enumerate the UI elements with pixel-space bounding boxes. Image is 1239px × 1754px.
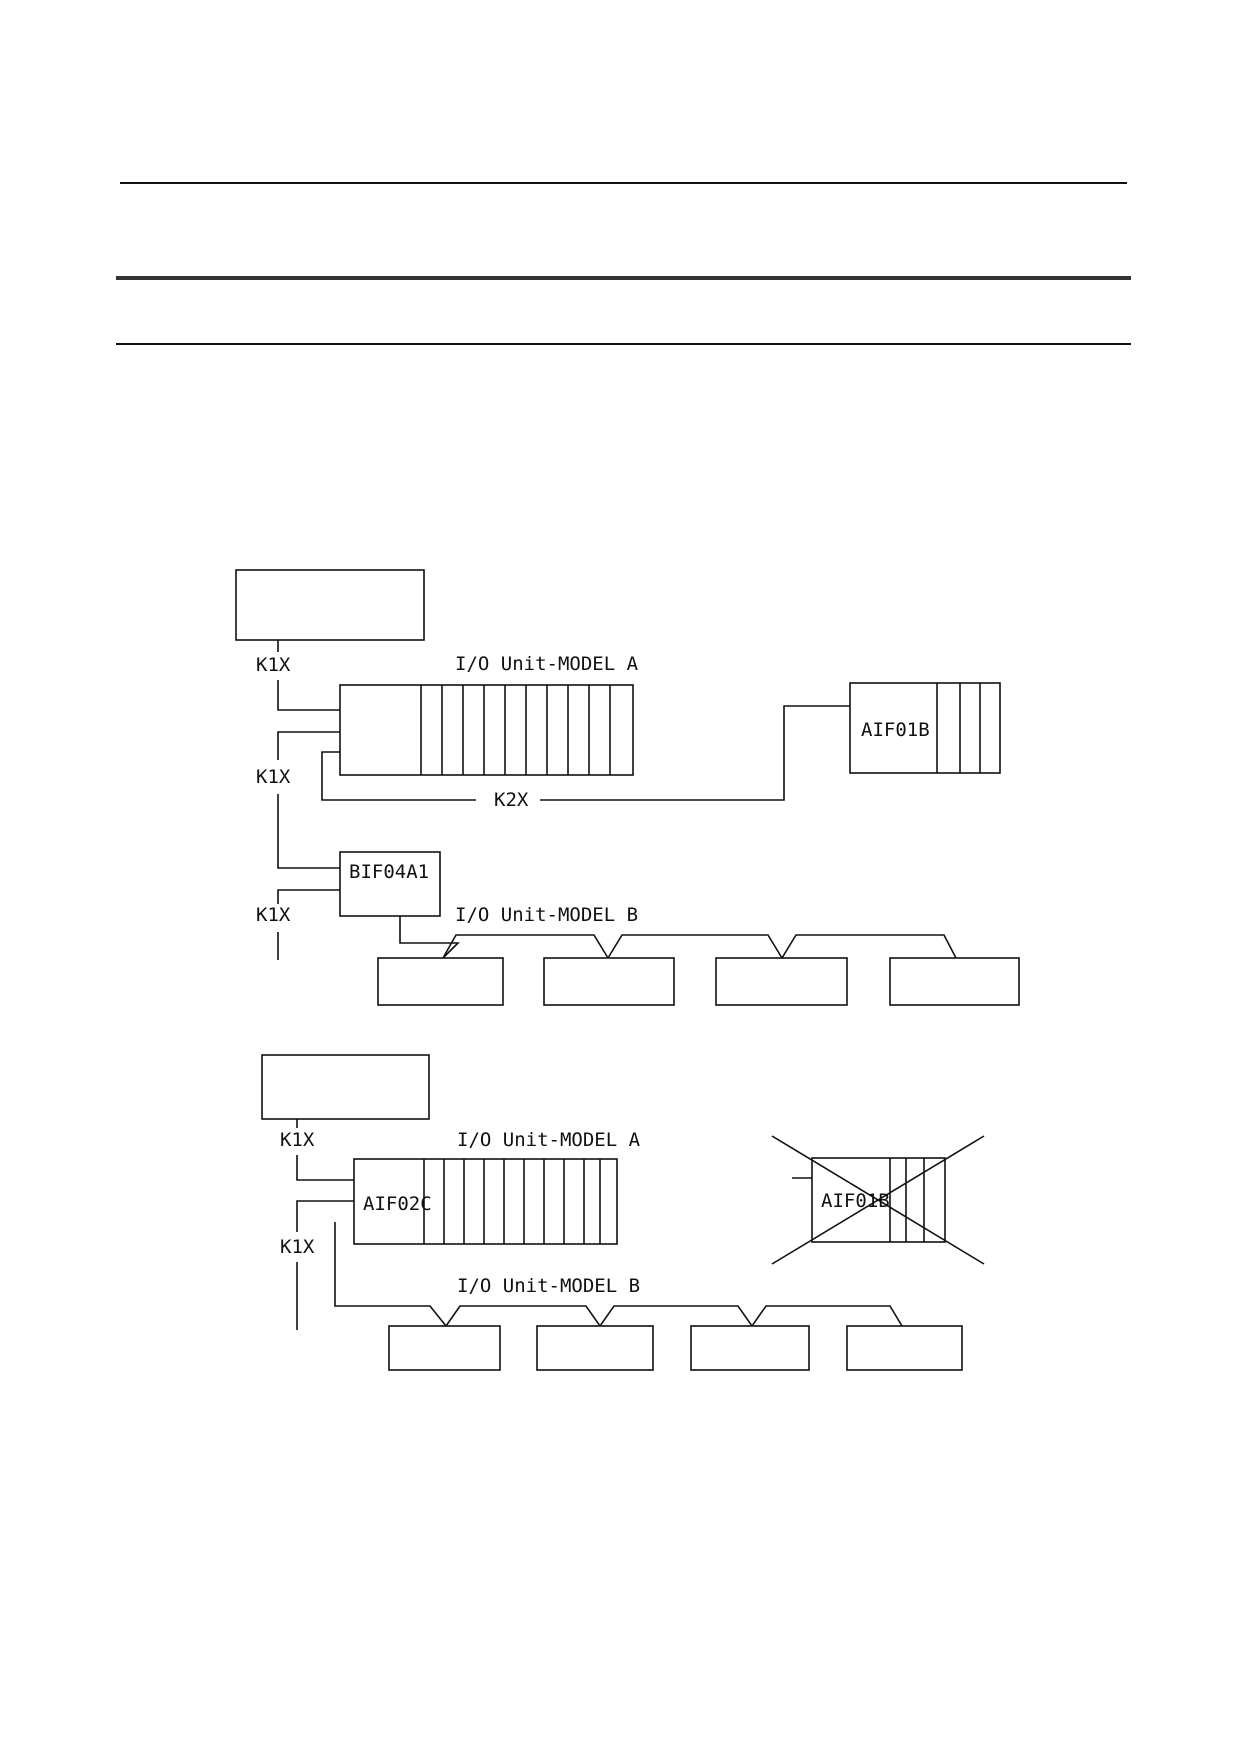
unit-a-rack-top — [339, 684, 634, 776]
controller-box-top — [235, 569, 425, 641]
unit-a-title-top: I/O Unit-MODEL A — [455, 653, 639, 675]
unit-b-module-bottom-4 — [846, 1325, 963, 1371]
cable-label-k1x-2: K1X — [256, 766, 291, 788]
header-rule-double — [116, 276, 1131, 280]
unit-b-module-bottom-3 — [690, 1325, 810, 1371]
cable-label-k1x-1: K1X — [256, 654, 291, 676]
diagram-top: K1X I/O Unit-MODEL A K1X K2X A — [235, 569, 1020, 1006]
header-rule-bottom — [116, 343, 1131, 345]
interface-label-bif04a1: BIF04A1 — [349, 861, 429, 883]
cable-label-k1x-3: K1X — [256, 904, 291, 926]
header-rule-top — [120, 182, 1127, 184]
unit-a-slots-bottom — [443, 1159, 601, 1244]
unit-a-rack-bottom — [353, 1158, 618, 1245]
branch-box-bif04a1 — [339, 851, 441, 917]
unit-b-module-bottom-1 — [388, 1325, 501, 1371]
unit-b-module-top-1 — [377, 957, 504, 1006]
unit-b-module-top-3 — [715, 957, 848, 1006]
cable-label-k1x-bottom-2: K1X — [280, 1236, 315, 1258]
unit-b-title-bottom: I/O Unit-MODEL B — [457, 1275, 640, 1297]
unit-a-slots-top — [420, 685, 611, 775]
cable-label-k2x: K2X — [494, 789, 529, 811]
unit-b-module-top-2 — [543, 957, 675, 1006]
unit-b-module-bottom-2 — [536, 1325, 654, 1371]
interface-label-aif01b: AIF01B — [861, 719, 930, 741]
diagram-bottom: K1X I/O Unit-MODEL A AIF02C K1X — [261, 1054, 985, 1371]
unit-b-module-top-4 — [889, 957, 1020, 1006]
cable-label-k1x-bottom-1: K1X — [280, 1129, 315, 1151]
remote-rack-aif01b — [849, 682, 1001, 774]
removed-remote-rack: AIF01B — [771, 1135, 985, 1265]
interface-label-aif02c: AIF02C — [363, 1193, 432, 1215]
controller-box-bottom — [261, 1054, 430, 1120]
unit-b-title-top: I/O Unit-MODEL B — [455, 904, 638, 926]
unit-a-title-bottom: I/O Unit-MODEL A — [457, 1129, 641, 1151]
interface-label-aif01b-removed: AIF01B — [821, 1190, 890, 1212]
